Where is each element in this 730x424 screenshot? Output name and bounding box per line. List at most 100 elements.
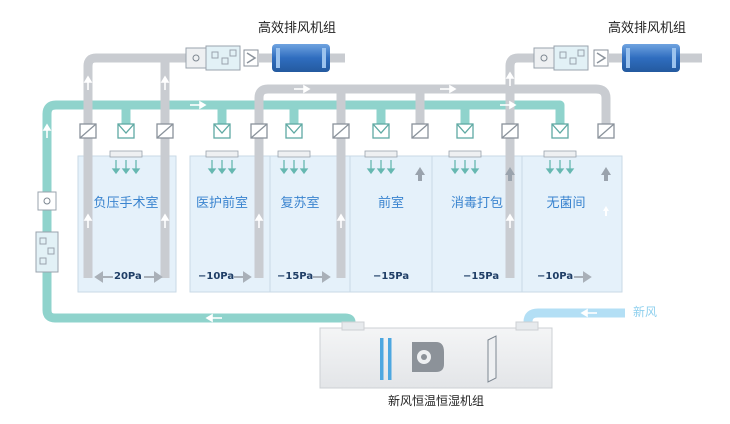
filter-icon [192,54,200,62]
fan-icon [622,44,680,72]
fan-icon [272,44,330,72]
arrow-icon [505,167,515,181]
diffuser-icon [109,150,143,158]
room-pressure: 20Pa [114,271,142,282]
arrow-icon [415,167,425,181]
arrow-icon [111,160,141,175]
exhaust-unit-label: 高效排风机组 [608,21,687,36]
diffuser-icon [277,150,311,158]
diffuser-icon [543,150,577,158]
filter-icon [43,197,51,205]
damper-icon [156,123,174,139]
coil-icon [388,338,392,380]
arrow-icon [42,123,52,138]
filter-icon [37,191,57,211]
arrow-icon [190,100,207,110]
ahu-outlet [341,321,365,331]
filter-icon [487,335,497,383]
exhaust-unit-label: 高效排风机组 [258,21,337,36]
arrow-icon [500,100,517,110]
room-name: 前室 [377,196,405,211]
supply-duct-components [35,191,59,273]
filter-icon [533,47,555,69]
room-pressure: −15Pa [277,271,314,282]
arrow-icon [144,271,163,283]
fresh-air-label: 新风 [633,305,658,319]
fan-icon [322,48,326,68]
damper-icon [332,123,350,139]
arrow-icon [505,213,515,228]
room-name: 无菌间 [546,196,586,211]
exhaust-duct [83,53,702,278]
filter-icon [559,49,585,65]
damper-icon [250,123,268,139]
exhaust-header [254,84,611,278]
filter-icon [39,237,55,265]
ahu-label: 新风恒温恒湿机组 [387,394,485,408]
damper-icon [213,123,231,139]
arrow-icon [83,213,93,228]
arrow-icon [505,71,515,86]
fan-icon [412,342,444,372]
arrow-icon [313,271,331,283]
arrow-icon [83,75,93,90]
damper-icon [246,52,257,64]
ahu-unit [319,321,553,389]
arrow-icon [160,75,170,90]
arrow-icon [450,160,480,175]
valves [79,123,615,139]
supply-main-duct [42,100,565,330]
room-name: 复苏室 [280,196,320,211]
room-name: 医护前室 [195,196,249,211]
coil-icon [380,338,384,380]
arrow-icon [574,271,592,283]
arrow-icon [94,271,113,283]
arrow-icon [336,213,346,228]
room-pressure: −10Pa [198,271,235,282]
exhaust-riser [505,53,536,278]
room-box [77,155,177,293]
exhaust-riser [83,53,188,278]
exhaust-unit-left [185,44,330,72]
fan-icon [626,48,630,68]
diffuser-icon [448,150,482,158]
damper-icon [551,123,569,139]
arrow-icon [279,160,309,175]
damper-icon [117,123,135,139]
exhaust-unit-right [533,44,680,72]
arrow-icon [366,160,396,175]
filter-icon [540,54,548,62]
arrow-icon [545,160,575,175]
damper-icon [596,52,607,64]
arrow-icon [254,213,264,228]
room-pressure: −15Pa [463,271,500,282]
pressure-arrows [94,271,592,283]
exhaust-grilles [415,167,611,216]
ahu-inlet [515,321,539,331]
arrow-icon [234,271,252,283]
arrow-icon [207,160,237,175]
arrow-icon [580,308,597,318]
arrow-icon [294,84,311,94]
room-name: 负压手术室 [93,196,159,211]
arrow-icon [601,167,611,181]
diffuser-icon [205,150,239,158]
fan-icon [276,48,280,68]
arrow-icon [440,84,457,94]
arrow-icon [205,313,222,323]
room-pressure: −10Pa [537,271,574,282]
fresh-air-duct [523,308,625,330]
damper-icon [79,123,97,139]
arrow-icon [160,213,170,228]
fan-icon [672,48,676,68]
damper-icon [372,123,390,139]
damper-icon [456,123,474,139]
room-pressure: −15Pa [373,271,410,282]
filter-icon [35,231,59,273]
damper-icon [597,123,615,139]
damper-icon [285,123,303,139]
flow-arrows [42,71,597,323]
diffusers [109,150,577,158]
diffuser-icon [364,150,398,158]
